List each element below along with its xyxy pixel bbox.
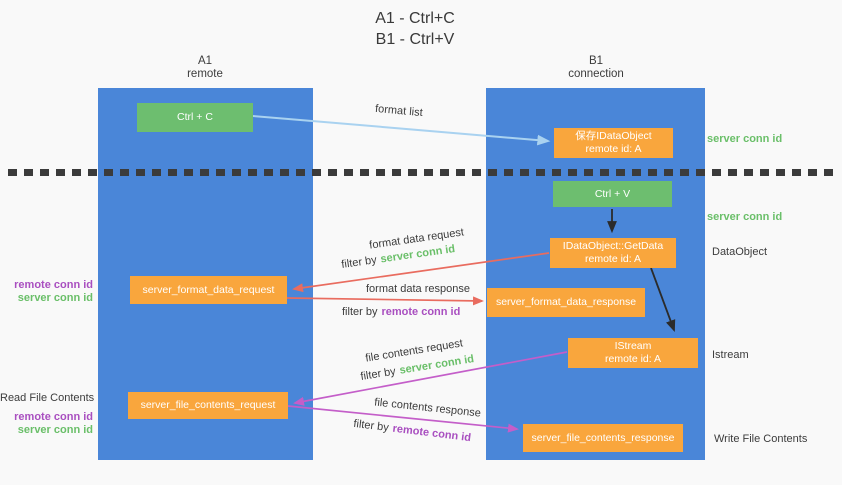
right-dataobject-label: DataObject [712,246,768,258]
diagram-title: A1 - Ctrl+C B1 - Ctrl+V [330,8,500,50]
node-server-format-data-response-label: server_format_data_response [495,296,637,308]
node-server-file-contents-response-label: server_file_contents_response [531,431,675,444]
remote-conn-id-text: remote conn id [381,306,461,318]
node-idataobject-getdata-line1: IDataObject::GetData [562,240,664,252]
left-remote-conn-id-top-label: remote conn id [14,279,93,291]
left-remote-conn-id-bottom-label: remote conn id [14,411,93,423]
title-line-2: B1 - Ctrl+V [375,31,455,48]
right-server-conn-id-top-label: server conn id [707,133,783,145]
node-ctrl-c: Ctrl + C [137,103,253,132]
node-save-idataobject-line1: 保存IDataObject [575,130,652,142]
right-column-name: B1 [588,55,604,67]
node-server-file-contents-request: server_file_contents_request [128,392,288,419]
left-column-header: A1 remote [145,55,265,81]
title-line-1: A1 - Ctrl+C [375,10,455,27]
right-istream-label: Istream [712,349,749,361]
node-idataobject-getdata-line2: remote id: A [584,253,642,265]
node-server-format-data-response: server_format_data_response [487,288,645,317]
format-data-response-arrow [286,296,484,306]
node-istream-line1: IStream [614,340,652,352]
remote-conn-id-text: remote conn id [391,422,472,445]
node-save-idataobject: 保存IDataObject remote id: A [554,128,673,158]
filter-by-text: filter by [359,365,397,383]
right-server-conn-id-mid-label: server conn id [707,211,783,223]
node-save-idataobject-line2: remote id: A [585,143,642,155]
node-server-file-contents-request-label: server_file_contents_request [140,399,276,411]
node-ctrl-v-label: Ctrl + V [594,187,631,200]
node-server-format-data-request: server_format_data_request [130,276,287,304]
file-contents-response-label: file contents response [373,396,482,420]
format-list-label: format list [374,102,424,120]
filter-by-text: filter by [340,254,378,271]
filter-by-text: filter by [352,417,390,435]
node-idataobject-getdata: IDataObject::GetData remote id: A [550,238,676,268]
right-write-file-contents-label: Write File Contents [714,433,808,445]
node-server-format-data-request-label: server_format_data_request [142,283,275,296]
left-read-file-contents-label: Read File Contents [0,392,95,404]
left-column-name: A1 [197,55,213,67]
left-server-conn-id-top-label: server conn id [17,292,93,304]
node-istream: IStream remote id: A [568,338,698,368]
right-column-header: B1 connection [536,55,656,81]
dotted-divider [8,169,834,176]
right-column-role: connection [568,68,624,80]
left-column-role: remote [187,68,223,80]
left-server-conn-id-bottom-label: server conn id [17,424,93,436]
node-ctrl-v: Ctrl + V [553,181,672,207]
format-data-response-label: format data response [366,283,470,295]
filter-by-text: filter by [342,306,378,318]
node-server-file-contents-response: server_file_contents_response [523,424,683,452]
node-ctrl-c-label: Ctrl + C [177,111,213,123]
node-istream-line2: remote id: A [604,353,662,365]
